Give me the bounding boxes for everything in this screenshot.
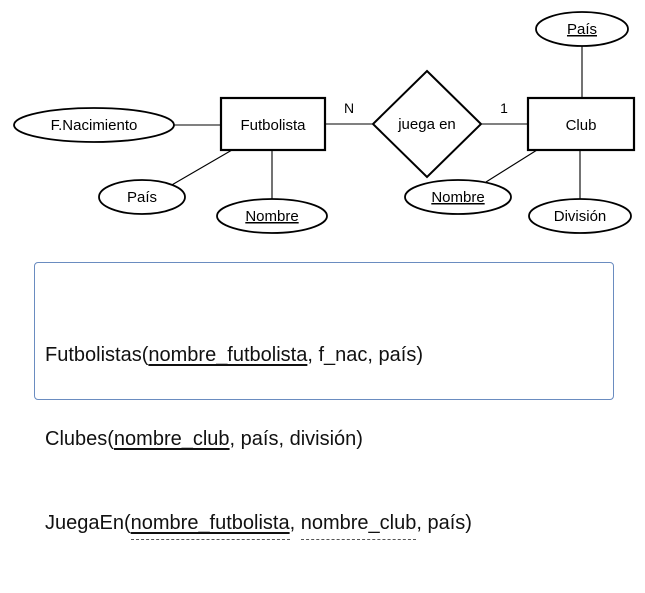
attribute-nombre-club: Nombre [404,179,512,215]
cardinality-1: 1 [500,100,508,116]
columns-juegaen: , país) [416,512,472,534]
schema-line-juegaen: JuegaEn(nombre_futbolista, nombre_club, … [45,509,472,540]
attribute-pais-club-label: País [567,21,597,38]
separator-juegaen: , [289,512,301,534]
attribute-nombre-futbolista: Nombre [216,198,328,234]
cardinality-n: N [344,100,354,116]
table-name-clubes: Clubes( [45,428,114,450]
schema-line-futbolistas: Futbolistas(nombre_futbolista, f_nac, pa… [45,341,472,369]
columns-futbolistas: , f_nac, país) [307,344,423,366]
attribute-f-nacimiento: F.Nacimiento [13,107,175,143]
table-name-juegaen: JuegaEn( [45,512,131,534]
attribute-division: División [528,198,632,234]
attribute-pais-club: País [535,11,629,47]
line-nombre-club [485,149,538,183]
entity-club: Club [526,96,636,152]
attribute-nombre-club-label: Nombre [431,189,484,206]
attribute-pais-futbolista-label: País [127,189,157,206]
attribute-nombre-futbolista-label: Nombre [245,208,298,225]
line-pais-futbolista [169,149,233,187]
columns-clubes: , país, división) [229,428,363,450]
entity-club-label: Club [566,117,597,134]
relationship-label: juega en [397,116,456,133]
relational-schema-box: Futbolistas(nombre_futbolista, f_nac, pa… [34,262,614,540]
table-name-futbolistas: Futbolistas( [45,344,149,366]
schema-line-clubes: Clubes(nombre_club, país, división) [45,425,472,453]
entity-futbolista: Futbolista [219,96,327,152]
primary-key-nombre-futbolista: nombre_futbolista [148,344,308,366]
er-diagram: Futbolista Club juega en N 1 F.Nacimient… [13,11,636,234]
primary-key-nombre-club: nombre_club [113,428,230,450]
primary-foreign-key-nombre-futbolista: nombre_futbolista [130,512,290,540]
attribute-pais-futbolista: País [98,179,186,215]
entity-futbolista-label: Futbolista [240,117,306,134]
connector-lines [169,46,583,199]
attribute-division-label: División [554,208,607,225]
foreign-key-nombre-club: nombre_club [300,512,417,540]
schema-lines: Futbolistas(nombre_futbolista, f_nac, pa… [45,285,472,593]
relationship-juega-en: juega en [371,69,483,179]
attribute-f-nacimiento-label: F.Nacimiento [51,117,138,134]
